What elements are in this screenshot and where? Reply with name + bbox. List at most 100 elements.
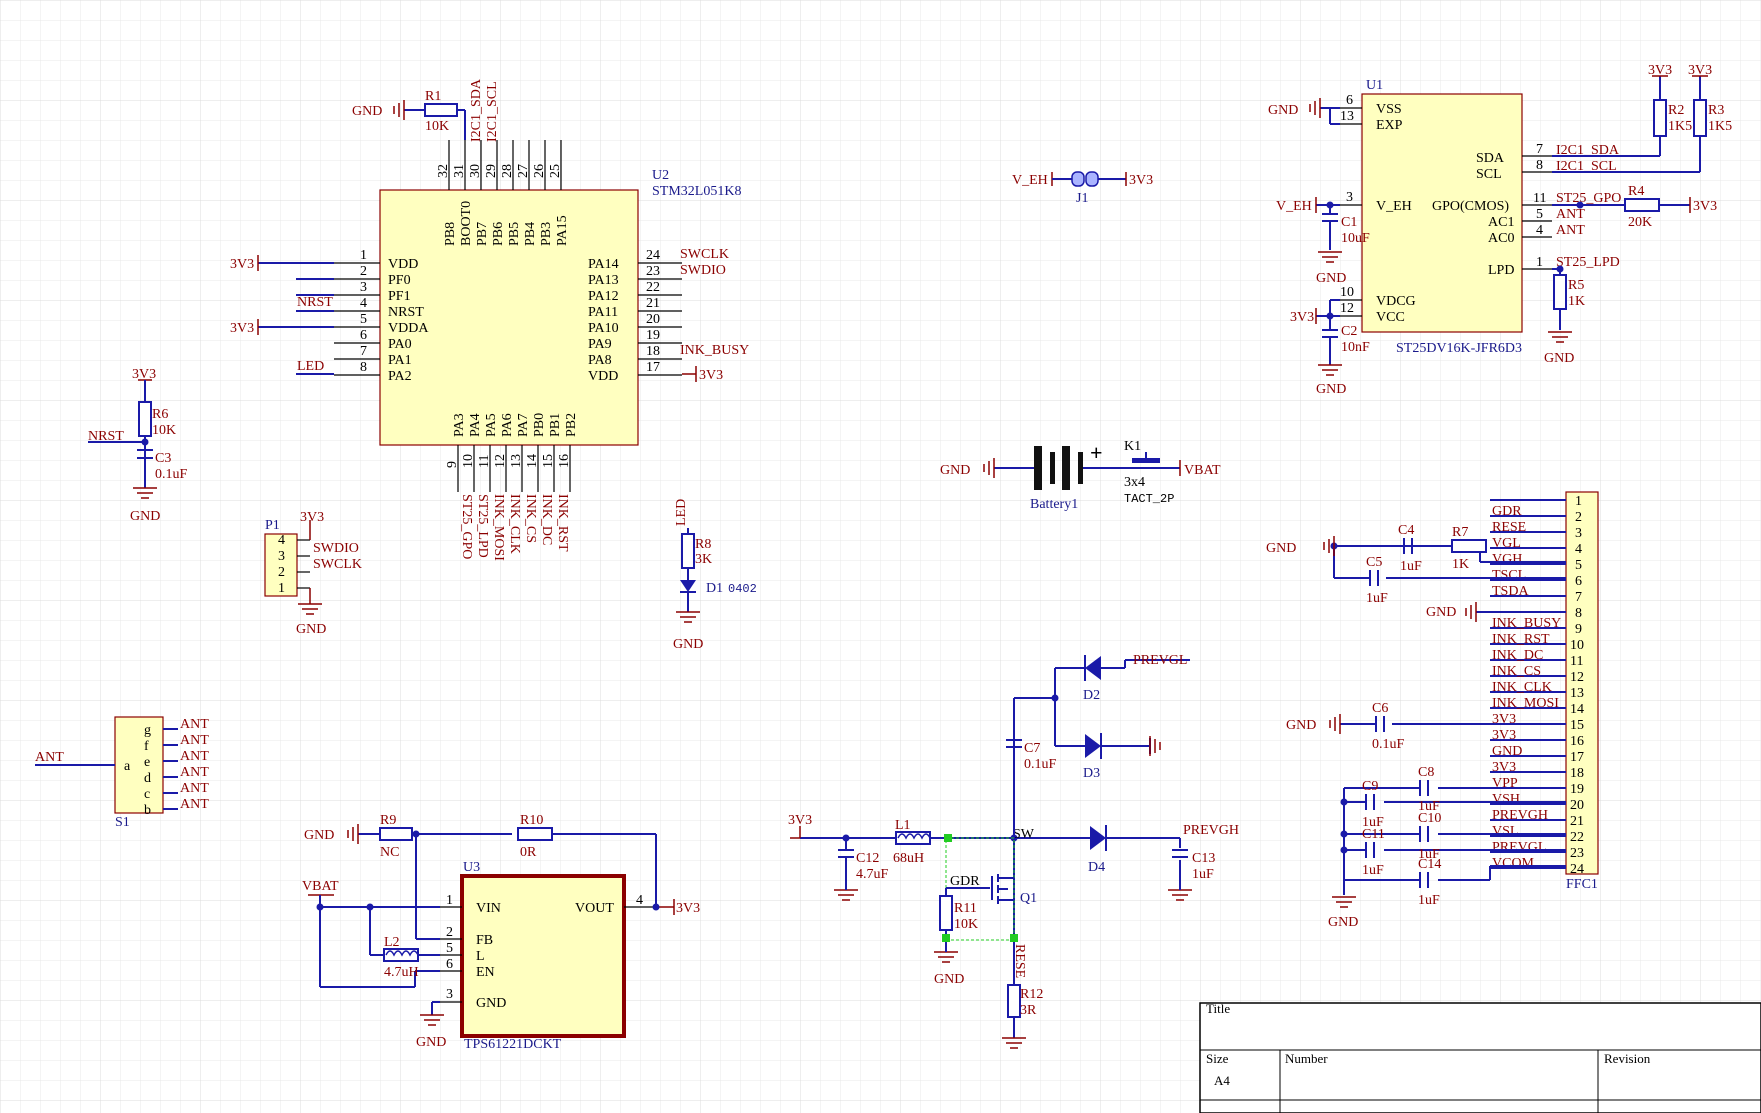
p1-header[interactable]: 4 3 2 1 P1 3V3 SWDIO SWCLK: [264, 510, 362, 604]
nrst-junction: [141, 438, 149, 446]
d2-diode[interactable]: D2 PREVGL: [1083, 653, 1187, 703]
ffc1-net-label: VCOM: [1492, 856, 1535, 871]
c12-capacitor[interactable]: C12 4.7uF: [838, 849, 889, 882]
d2-ref: D2: [1083, 688, 1100, 703]
c9-capacitor[interactable]: C9 1uF: [1362, 779, 1384, 830]
ffc1-pin-num: 19: [1570, 782, 1584, 797]
l1-inductor[interactable]: L1 68uH: [893, 818, 931, 866]
c7-capacitor[interactable]: C7 0.1uF: [1006, 739, 1057, 838]
boost-3v3-label: 3V3: [788, 813, 812, 828]
ffc1-pin-num: 4: [1575, 542, 1582, 557]
nfc-u1[interactable]: U1 ST25DV16K-JFR6D3 VSS EXP V_EH VDCG VC…: [1340, 78, 1621, 356]
u2-pin-name: PB1: [548, 413, 563, 437]
ffc1-net-label: 3V3: [1492, 760, 1516, 775]
battery1[interactable]: + Battery1: [994, 440, 1122, 512]
c7-value: 0.1uF: [1024, 757, 1057, 772]
ffc1-pin-num: 22: [1570, 830, 1584, 845]
u3-boost-regulator[interactable]: U3 TPS61221DCKT VIN FB L EN GND VOUT 1 2…: [440, 860, 656, 1052]
s1-pin: b: [144, 803, 151, 818]
r3-3v3-label: 3V3: [1688, 63, 1712, 78]
u2-pin-num: 7: [360, 344, 367, 359]
ffc1-net-label: INK_CS: [1492, 664, 1541, 679]
u2-pin-name: PB5: [507, 222, 522, 246]
c3-capacitor[interactable]: C3 0.1uF: [137, 449, 188, 488]
j1-jumper[interactable]: V_EH 3V3 J1: [1012, 171, 1153, 206]
c5-capacitor[interactable]: C5 1uF: [1366, 555, 1388, 606]
u1-num-4: 4: [1536, 223, 1543, 238]
d3-gnd-symbol: [1149, 736, 1161, 756]
u3-num-6: 6: [446, 957, 453, 972]
u1-lpd: LPD: [1488, 263, 1514, 278]
r10-resistor[interactable]: R10 0R: [517, 813, 553, 860]
p1-pin-4: 4: [278, 533, 285, 548]
r12-resistor[interactable]: R12 3R: [1007, 984, 1043, 1038]
u3-part: TPS61221DCKT: [464, 1037, 562, 1052]
u2-ref: U2: [652, 168, 669, 183]
u2-pin-name: PA2: [388, 369, 412, 384]
c14-capacitor[interactable]: C14 1uF: [1418, 857, 1441, 908]
r1-resistor[interactable]: R1 10K: [404, 89, 466, 140]
c1-capacitor[interactable]: C1 10uF: [1322, 213, 1370, 250]
k1-tact-switch[interactable]: K1 3x4 TACT_2P VBAT: [1122, 439, 1221, 506]
c10-value: 1uF: [1418, 847, 1440, 862]
r11-resistor[interactable]: R11 10K: [939, 888, 978, 942]
u2-led-label: LED: [297, 359, 324, 374]
s1-ant-label: ANT: [180, 781, 209, 796]
q1-mosfet[interactable]: Q1 GDR: [946, 874, 1037, 906]
u3-vbat-label: VBAT: [302, 879, 339, 894]
led-indicator-d1[interactable]: LED R8 3K D1 0402: [674, 499, 757, 612]
r3-value: 1K5: [1708, 119, 1732, 134]
r9-resistor[interactable]: R9 NC: [358, 813, 413, 860]
title-block: Title Size A4 Number Revision: [1199, 1001, 1761, 1113]
r5-resistor[interactable]: R5 1K: [1553, 274, 1585, 310]
l2-inductor[interactable]: L2 4.7uH: [383, 935, 419, 980]
c8-ref: C8: [1418, 765, 1434, 780]
u2-bottom-net: INK_CLK: [507, 494, 522, 554]
u1-wiring: [1315, 75, 1708, 365]
r7-value: 1K: [1452, 557, 1469, 572]
c8-capacitor[interactable]: C8 1uF: [1418, 765, 1440, 814]
r4-value: 20K: [1628, 215, 1652, 230]
ffc1-net-label: PREVGL: [1492, 840, 1546, 855]
r4-resistor[interactable]: R4 20K 3V3: [1624, 184, 1717, 230]
ffc1-net-label: INK_MOSI: [1492, 696, 1559, 711]
ffc1-net-label: GDR: [1492, 504, 1522, 519]
ffc1-net-label: PREVGH: [1492, 808, 1548, 823]
u2-pin-num: 17: [646, 360, 660, 375]
r2-resistor[interactable]: R2 1K5 3V3: [1648, 63, 1692, 137]
ffc1-pin-num: 14: [1570, 702, 1584, 717]
u2-bottom-pins: 9PA3ST25_GPO10PA4ST25_LPD11PA5INK_MOSI12…: [445, 413, 579, 561]
ffc1-connector[interactable]: 12GDR3RESE4VGL5VGH6TSCL7TSDA89INK_BUSY10…: [1490, 491, 1599, 892]
c2-capacitor[interactable]: C2 10nF: [1322, 324, 1370, 365]
ffc1-pin-num: 23: [1570, 846, 1584, 861]
r3-resistor[interactable]: R3 1K5 3V3: [1688, 63, 1732, 137]
u2-pin-name: PB2: [564, 413, 579, 437]
r6-resistor[interactable]: 3V3 R6 10K: [132, 367, 176, 482]
u2-pin-num: 31: [452, 164, 467, 178]
c10-capacitor[interactable]: C10 1uF: [1418, 811, 1441, 862]
r7-resistor[interactable]: R7 1K: [1451, 525, 1487, 572]
s1-common-pin: a: [124, 759, 131, 774]
j1-ref: J1: [1076, 191, 1088, 206]
k1-ref: K1: [1124, 439, 1141, 454]
r10-value: 0R: [520, 845, 537, 860]
d4-diode[interactable]: D4 PREVGH: [1088, 823, 1239, 875]
u1-exp: EXP: [1376, 118, 1403, 133]
u1-vss: VSS: [1376, 102, 1402, 117]
u2-net-wires: [257, 255, 697, 382]
u1-part: ST25DV16K-JFR6D3: [1396, 341, 1522, 356]
r2-value: 1K5: [1668, 119, 1692, 134]
u3-num-1: 1: [446, 893, 453, 908]
d3-diode[interactable]: D3: [1083, 733, 1115, 781]
mcu-u2[interactable]: U2 STM32L051K8 1VDD2PF03PF14NRST5VDDA6PA…: [334, 140, 741, 561]
ffc1-pin-num: 12: [1570, 670, 1584, 685]
c11-capacitor[interactable]: C11 1uF: [1362, 827, 1385, 878]
u2-pin-name: PF1: [388, 289, 411, 304]
c6-capacitor[interactable]: C6 0.1uF: [1372, 701, 1405, 752]
c13-capacitor[interactable]: C13 1uF: [1172, 849, 1215, 882]
c4-capacitor[interactable]: C4 1uF: [1398, 523, 1422, 574]
u2-pin-name: PB0: [532, 413, 547, 437]
r11-node-marker: [942, 934, 950, 942]
